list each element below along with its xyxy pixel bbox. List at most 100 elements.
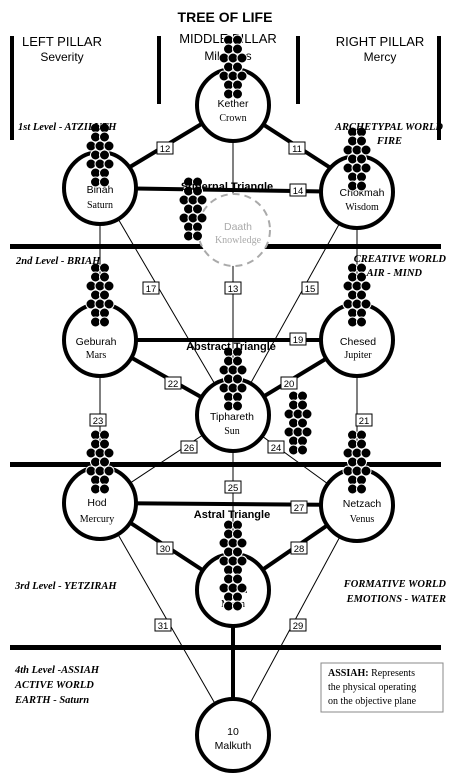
tiph-side-dot <box>297 417 308 429</box>
path-label-30: 30 <box>156 541 174 555</box>
path-label-12: 12 <box>156 141 174 155</box>
hod-dot <box>103 447 115 459</box>
binah-dot-cluster <box>85 122 115 188</box>
geburah-dot-cluster <box>85 262 115 328</box>
daath-dot-cluster <box>178 176 208 242</box>
kether-sub: Crown <box>219 113 246 124</box>
pillar-bars <box>10 36 441 140</box>
path-label-21: 21 <box>355 413 373 427</box>
geburah-name: Geburah <box>76 336 117 348</box>
chesed-name: Chesed <box>340 336 376 348</box>
chokmah-dot-cluster <box>342 126 372 192</box>
path-label-28: 28 <box>290 541 308 555</box>
dot-clusters <box>85 34 372 612</box>
daath-dot <box>196 194 208 206</box>
hod-dot <box>99 438 110 450</box>
geburah-dot <box>103 298 115 310</box>
chesed-dot <box>360 280 372 292</box>
path-number-22: 22 <box>168 379 179 390</box>
assiah-note-bold: ASSIAH: <box>328 668 369 679</box>
netzach-dot <box>356 483 367 495</box>
kether-dot-cluster <box>218 34 248 100</box>
path-number-15: 15 <box>305 284 316 295</box>
tiphareth-sub: Sun <box>224 426 240 437</box>
path-label-26: 26 <box>180 440 198 454</box>
tiphareth-name: Tiphareth <box>210 411 254 423</box>
binah-dot <box>99 131 110 143</box>
tiph-side-dot <box>297 444 308 456</box>
path-number-11: 11 <box>292 144 302 155</box>
binah-name: Binah <box>87 184 114 196</box>
chokmah-dot <box>356 135 367 147</box>
binah-dot <box>103 140 115 152</box>
chokmah-sub: Wisdom <box>345 202 379 213</box>
binah-dot <box>103 158 115 170</box>
chokmah-dot <box>360 162 372 174</box>
right-pillar-name: RIGHT PILLAR <box>336 34 425 49</box>
netzach-dot <box>360 447 372 459</box>
path-label-22: 22 <box>164 376 182 390</box>
path-label-17: 17 <box>142 281 160 295</box>
daath-sub: Knowledge <box>215 235 262 246</box>
formative-element-label: EMOTIONS - WATER <box>346 594 446 605</box>
path-line-27 <box>99 501 358 507</box>
sefirot <box>62 67 395 773</box>
path-label-23: 23 <box>89 413 107 427</box>
path-number-20: 20 <box>284 379 295 390</box>
path-number-13: 13 <box>228 284 239 295</box>
tiphareth-dot <box>232 373 243 385</box>
geburah-dot <box>99 316 110 328</box>
path-number-27: 27 <box>294 503 305 514</box>
tiphareth-dot-cluster <box>218 346 248 412</box>
geburah-dot <box>103 280 115 292</box>
path-number-24: 24 <box>271 443 282 454</box>
level-2-label: 2nd Level - BRIAH <box>15 256 101 267</box>
path-label-15: 15 <box>301 281 319 295</box>
path-number-30: 30 <box>160 544 171 555</box>
netzach-dot <box>356 456 367 468</box>
hod-sub: Mercury <box>80 514 114 525</box>
geburah-dot <box>99 289 110 301</box>
chesed-dot <box>360 298 372 310</box>
netzach-dot-cluster <box>342 429 372 495</box>
netzach-sub: Venus <box>350 514 375 525</box>
supernal-triangle-label: Supernal Triangle <box>181 181 273 193</box>
path-number-14: 14 <box>293 186 304 197</box>
kether-name: Kether <box>218 98 249 110</box>
assiah-note-line-2: the physical operating <box>328 682 416 693</box>
hod-dot <box>99 456 110 468</box>
archetypal-element-label: FIRE <box>376 136 402 147</box>
assiah-note: ASSIAH: Represents the physical operatin… <box>320 662 444 713</box>
chesed-sub: Jupiter <box>344 350 372 361</box>
assiah-note-box <box>320 662 444 713</box>
hod-dot-cluster <box>85 429 115 495</box>
path-label-14: 14 <box>289 183 307 197</box>
middle-pillar-bar-left <box>157 36 161 104</box>
malkuth-circle <box>195 697 271 773</box>
path-label-29: 29 <box>289 618 307 632</box>
netzach-dot <box>356 438 367 450</box>
netzach-dot <box>360 465 372 477</box>
daath-name: Daath <box>224 221 252 233</box>
chokmah-dot <box>356 180 367 192</box>
netzach-name: Netzach <box>343 498 382 510</box>
path-number-19: 19 <box>293 335 304 346</box>
creative-world-label: CREATIVE WORLD <box>354 254 447 265</box>
path-label-13: 13 <box>224 281 242 295</box>
astral-triangle-label: Astral Triangle <box>194 509 270 521</box>
left-pillar-name: LEFT PILLAR <box>22 34 102 49</box>
path-label-11: 11 <box>288 141 306 155</box>
yesod-dot <box>232 600 243 612</box>
geburah-dot <box>99 271 110 283</box>
level-3-label: 3rd Level - YETZIRAH <box>14 581 117 592</box>
daath-dot <box>192 185 203 197</box>
binah-sub: Saturn <box>87 200 113 211</box>
path-label-25: 25 <box>224 480 242 494</box>
path-number-12: 12 <box>160 144 171 155</box>
kether-dot <box>232 88 243 100</box>
formative-world-label: FORMATIVE WORLD <box>343 579 447 590</box>
path-line-17 <box>99 187 234 416</box>
tiph-side-dot <box>301 408 313 420</box>
yesod-dot-cluster <box>218 519 248 612</box>
level-4-world: ACTIVE WORLD <box>14 680 94 691</box>
